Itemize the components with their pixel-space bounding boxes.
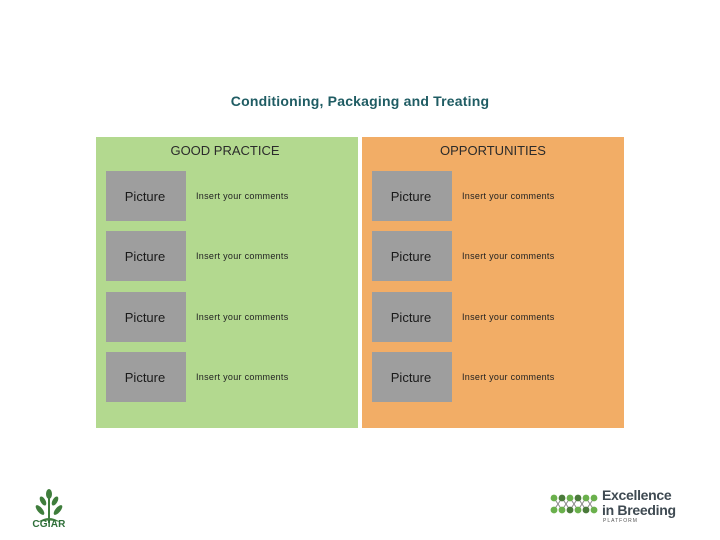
good-practice-row: Picture Insert your comments: [106, 352, 351, 402]
good-practice-row: Picture Insert your comments: [106, 171, 351, 221]
comment-text[interactable]: Insert your comments: [196, 191, 289, 201]
opportunities-row: Picture Insert your comments: [372, 292, 617, 342]
picture-placeholder[interactable]: Picture: [372, 292, 452, 342]
picture-placeholder[interactable]: Picture: [372, 171, 452, 221]
opportunities-row: Picture Insert your comments: [372, 171, 617, 221]
picture-placeholder[interactable]: Picture: [106, 171, 186, 221]
eib-logo-subtext: PLATFORM: [603, 518, 638, 524]
comment-text[interactable]: Insert your comments: [196, 372, 289, 382]
comment-text[interactable]: Insert your comments: [196, 251, 289, 261]
good-practice-header: GOOD PRACTICE: [170, 143, 280, 158]
opportunities-row: Picture Insert your comments: [372, 352, 617, 402]
picture-placeholder[interactable]: Picture: [106, 352, 186, 402]
picture-placeholder[interactable]: Picture: [372, 352, 452, 402]
slide-title: Conditioning, Packaging and Treating: [230, 93, 490, 109]
picture-placeholder[interactable]: Picture: [372, 231, 452, 281]
opportunities-row: Picture Insert your comments: [372, 231, 617, 281]
picture-placeholder[interactable]: Picture: [106, 292, 186, 342]
comment-text[interactable]: Insert your comments: [196, 312, 289, 322]
eib-logo-text: Excellence in Breeding: [602, 488, 676, 518]
opportunities-header: OPPORTUNITIES: [440, 143, 546, 158]
cgiar-logo-text: CGIAR: [32, 519, 66, 530]
picture-placeholder[interactable]: Picture: [106, 231, 186, 281]
eib-logo-line1: Excellence: [602, 487, 672, 503]
good-practice-row: Picture Insert your comments: [106, 231, 351, 281]
dna-dots-logo-icon: [550, 494, 598, 514]
comment-text[interactable]: Insert your comments: [462, 251, 555, 261]
good-practice-row: Picture Insert your comments: [106, 292, 351, 342]
comment-text[interactable]: Insert your comments: [462, 312, 555, 322]
comment-text[interactable]: Insert your comments: [462, 372, 555, 382]
good-practice-panel: GOOD PRACTICE Picture Insert your commen…: [96, 137, 358, 428]
opportunities-panel: OPPORTUNITIES Picture Insert your commen…: [362, 137, 624, 428]
wheat-leaf-logo-icon: [35, 489, 63, 523]
comment-text[interactable]: Insert your comments: [462, 191, 555, 201]
eib-logo-line2: in Breeding: [602, 502, 676, 518]
